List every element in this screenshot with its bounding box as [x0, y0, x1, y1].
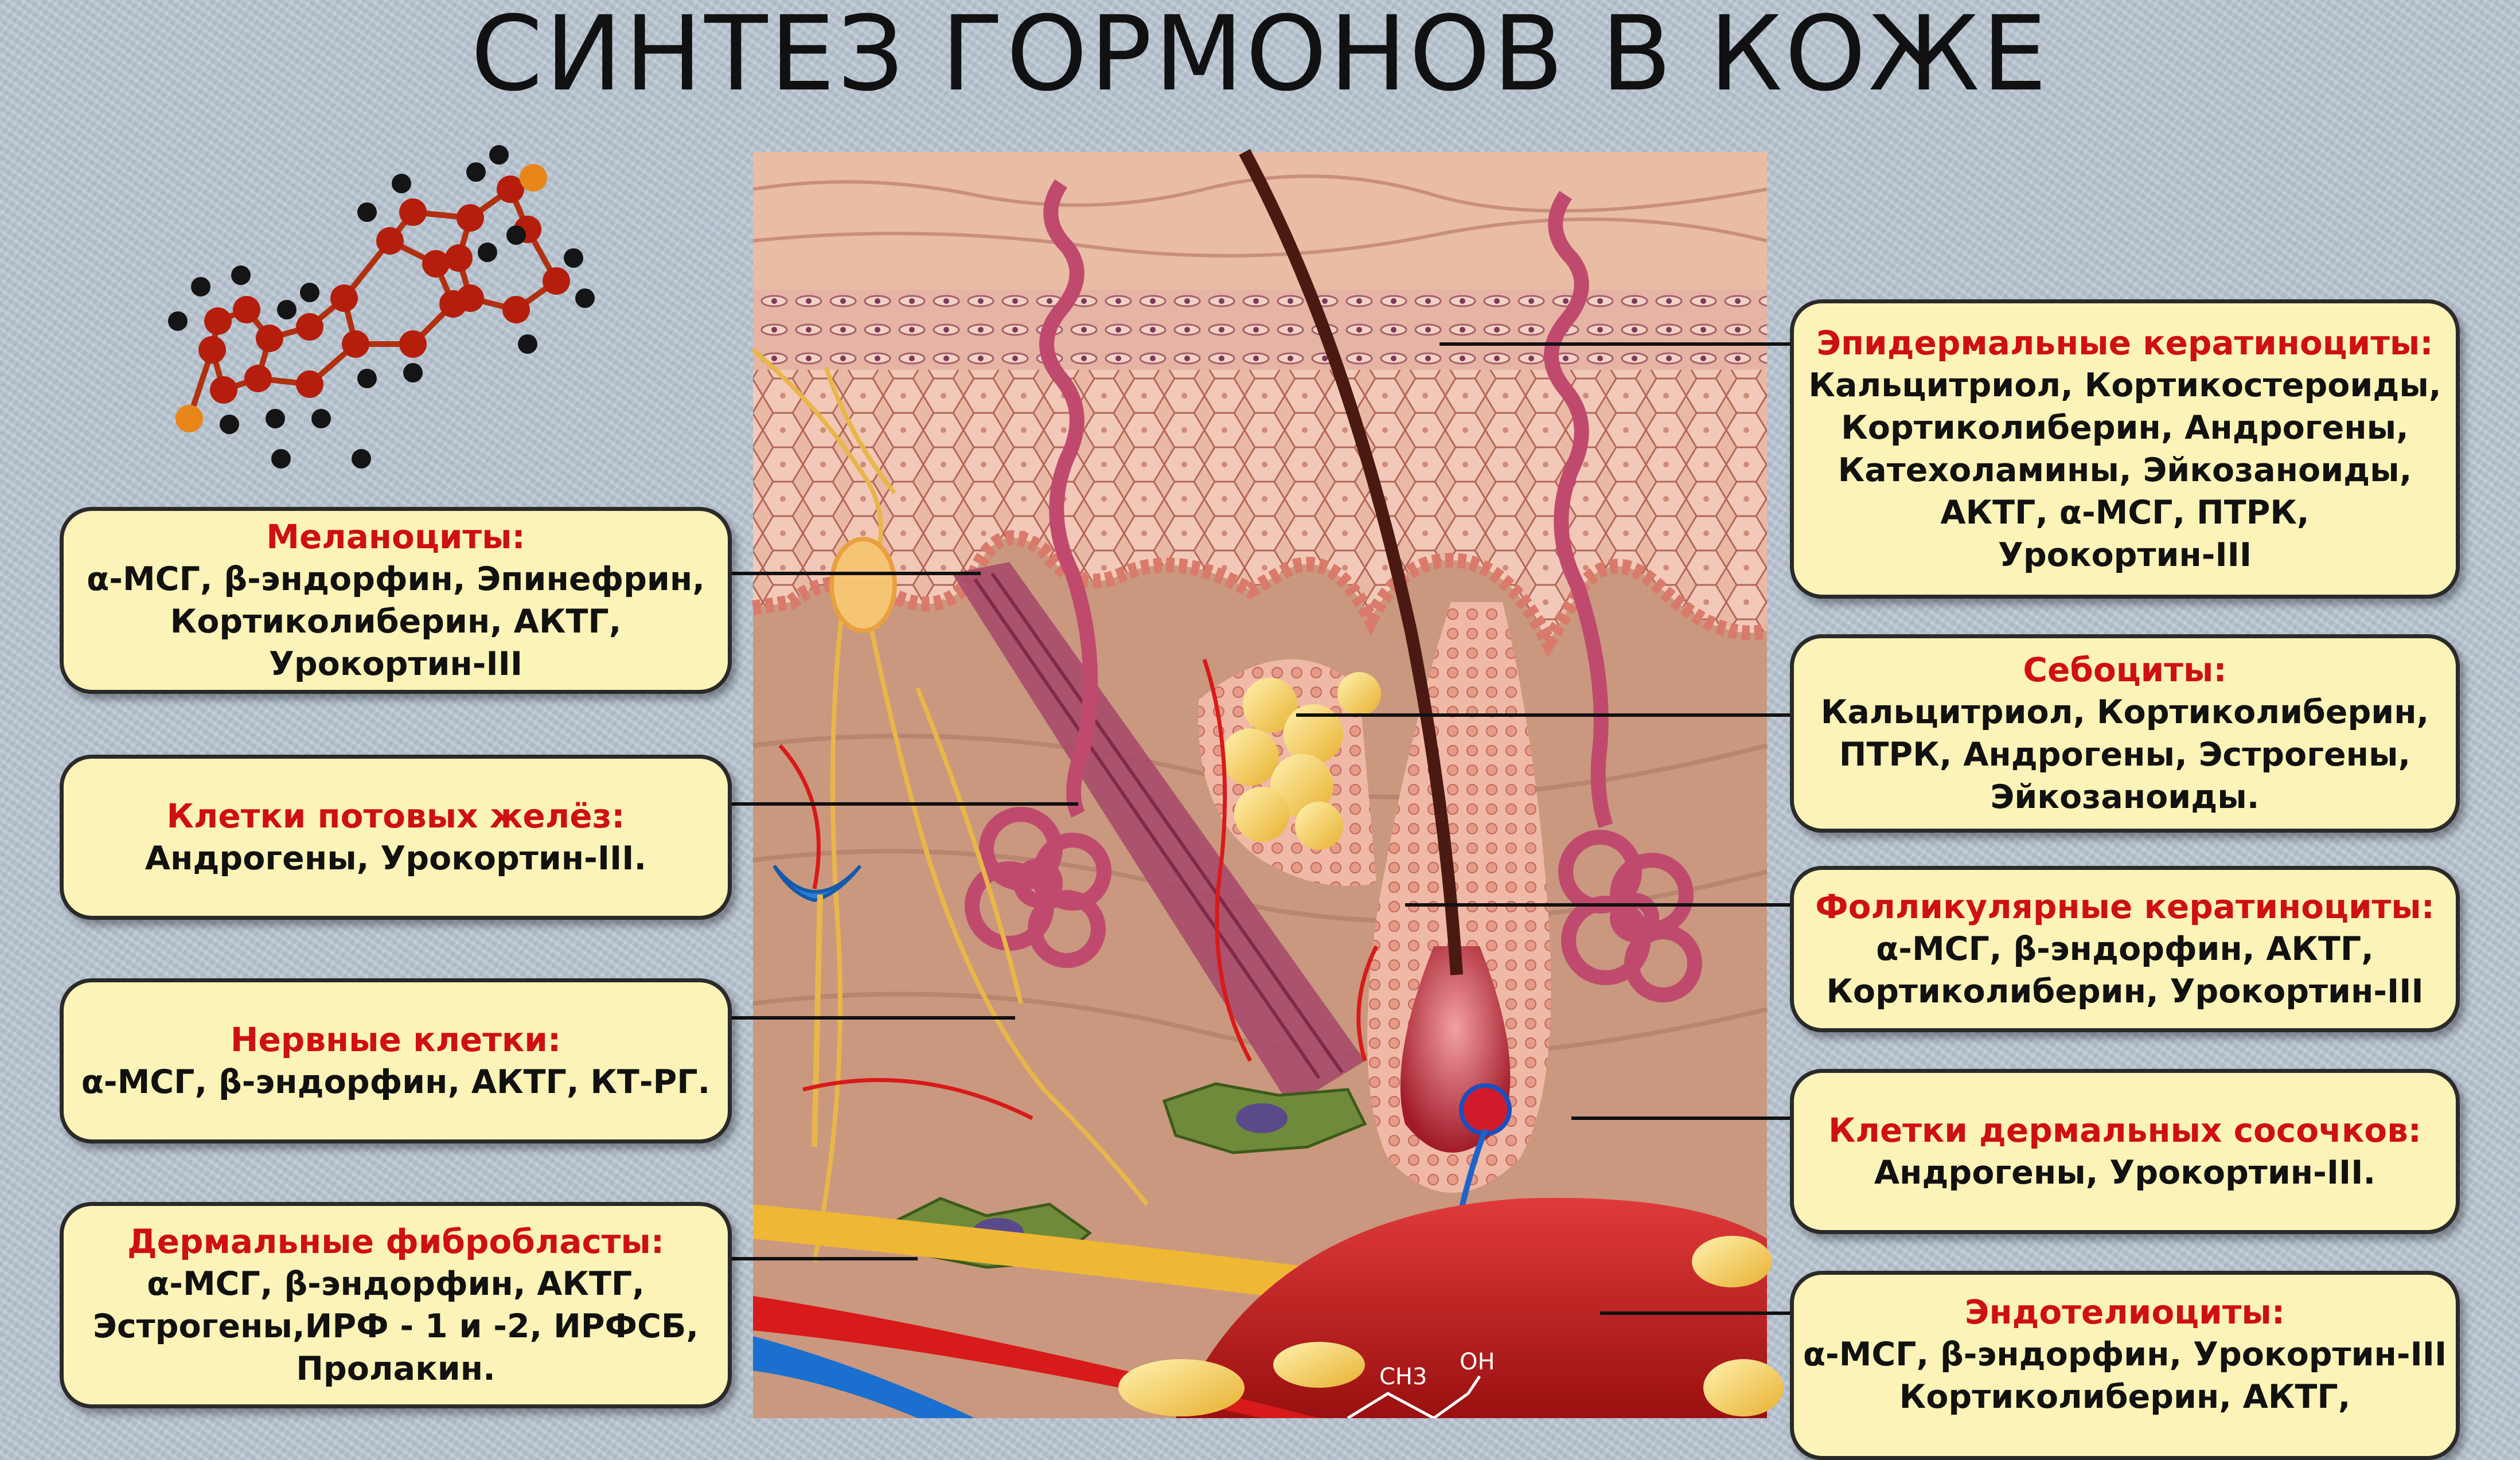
- skin-illustration: [168, 145, 1792, 1418]
- chem-label-oh: OH: [1460, 1349, 1495, 1375]
- callout-heading: Эндотелиоциты:: [1964, 1293, 2285, 1332]
- callout-heading: Себоциты:: [2023, 650, 2227, 689]
- callout-line: Кортиколиберин, АКТГ,: [170, 603, 622, 641]
- callout-dermal-fibroblasts: Дермальные фибробласты: α-МСГ, β-эндорфи…: [60, 1202, 732, 1408]
- callout-line: Кортиколиберин, АКТГ,: [1899, 1378, 2351, 1416]
- callout-line: α-МСГ, β-эндорфин, АКТГ,: [1876, 930, 2374, 968]
- callout-line: α-МСГ, β-эндорфин, Эпинефрин,: [87, 560, 705, 598]
- callout-dermal-papilla-cells: Клетки дермальных сосочков: Андрогены, У…: [1790, 1069, 2460, 1234]
- callout-line: α-МСГ, β-эндорфин, АКТГ,: [147, 1265, 645, 1303]
- blood-vessels: [753, 1197, 1784, 1418]
- callout-heading: Дермальные фибробласты:: [127, 1222, 665, 1261]
- callout-line: Кортиколиберин, Урокортин-III: [1826, 973, 2424, 1010]
- callout-line: Урокортин-III: [268, 645, 523, 683]
- capillaries: [778, 658, 1379, 1121]
- callout-heading: Меланоциты:: [266, 517, 525, 556]
- callout-sebocytes: Себоциты: Кальцитриол, Кортиколиберин, П…: [1790, 634, 2460, 833]
- callout-line: Пролакин.: [296, 1350, 496, 1388]
- callout-nerve-cells: Нервные клетки: α-МСГ, β-эндорфин, АКТГ,…: [60, 978, 732, 1143]
- chemical-formula-fragment: [1347, 1375, 1481, 1418]
- callout-line: АКТГ, α-МСГ, ПТРК,: [1940, 494, 2310, 532]
- callout-epidermal-keratinocytes: Эпидермальные кератиноциты: Кальцитриол,…: [1790, 299, 2460, 599]
- callout-melanocytes: Меланоциты: α-МСГ, β-эндорфин, Эпинефрин…: [60, 507, 732, 694]
- tactile-corpuscle: [829, 537, 897, 633]
- steroid-molecule-model: [168, 145, 595, 469]
- callout-heading: Клетки потовых желёз:: [166, 797, 625, 836]
- callout-line: Андрогены, Урокортин-III.: [1874, 1154, 2376, 1192]
- callout-line: Эйкозаноиды.: [1990, 778, 2260, 816]
- chem-label-ch3: CH3: [1379, 1364, 1427, 1390]
- callout-line: Кортиколиберин, Андрогены,: [1841, 409, 2409, 447]
- callout-heading: Клетки дермальных сосочков:: [1828, 1111, 2421, 1150]
- callout-line: Урокортин-III: [1998, 536, 2252, 574]
- callout-follicular-keratinocytes: Фолликулярные кератиноциты: α-МСГ, β-энд…: [1790, 866, 2460, 1032]
- leader-lines: [730, 342, 1792, 1315]
- nerve-fibers: [751, 348, 1149, 1262]
- callout-line: α-МСГ, β-эндорфин, Урокортин-III: [1803, 1336, 2447, 1373]
- callout-line: Андрогены, Урокортин-III.: [145, 840, 647, 877]
- callout-line: Эстрогены,ИРФ - 1 и -2, ИРФСБ,: [92, 1307, 699, 1345]
- callout-sweat-gland-cells: Клетки потовых желёз: Андрогены, Урокорт…: [60, 755, 732, 920]
- hair-follicle: [1239, 149, 1551, 1418]
- sweat-gland-left: [965, 179, 1111, 968]
- callout-line: Кальцитриол, Кортиколиберин,: [1820, 693, 2429, 731]
- callout-heading: Нервные клетки:: [230, 1020, 561, 1059]
- callout-line: Катехоламины, Эйкозаноиды,: [1838, 451, 2412, 489]
- callout-line: Кальцитриол, Кортикостероиды,: [1808, 366, 2441, 404]
- callout-line: α-МСГ, β-эндорфин, АКТГ, КТ-РГ.: [81, 1063, 711, 1101]
- callout-line: ПТРК, Андрогены, Эстрогены,: [1839, 736, 2411, 774]
- callout-endotheliocytes: Эндотелиоциты: α-МСГ, β-эндорфин, Урокор…: [1790, 1271, 2460, 1460]
- page-title: СИНТЕЗ ГОРМОНОВ В КОЖЕ: [470, 0, 2050, 114]
- callout-heading: Фолликулярные кератиноциты:: [1815, 887, 2435, 926]
- callout-heading: Эпидермальные кератиноциты:: [1816, 323, 2433, 362]
